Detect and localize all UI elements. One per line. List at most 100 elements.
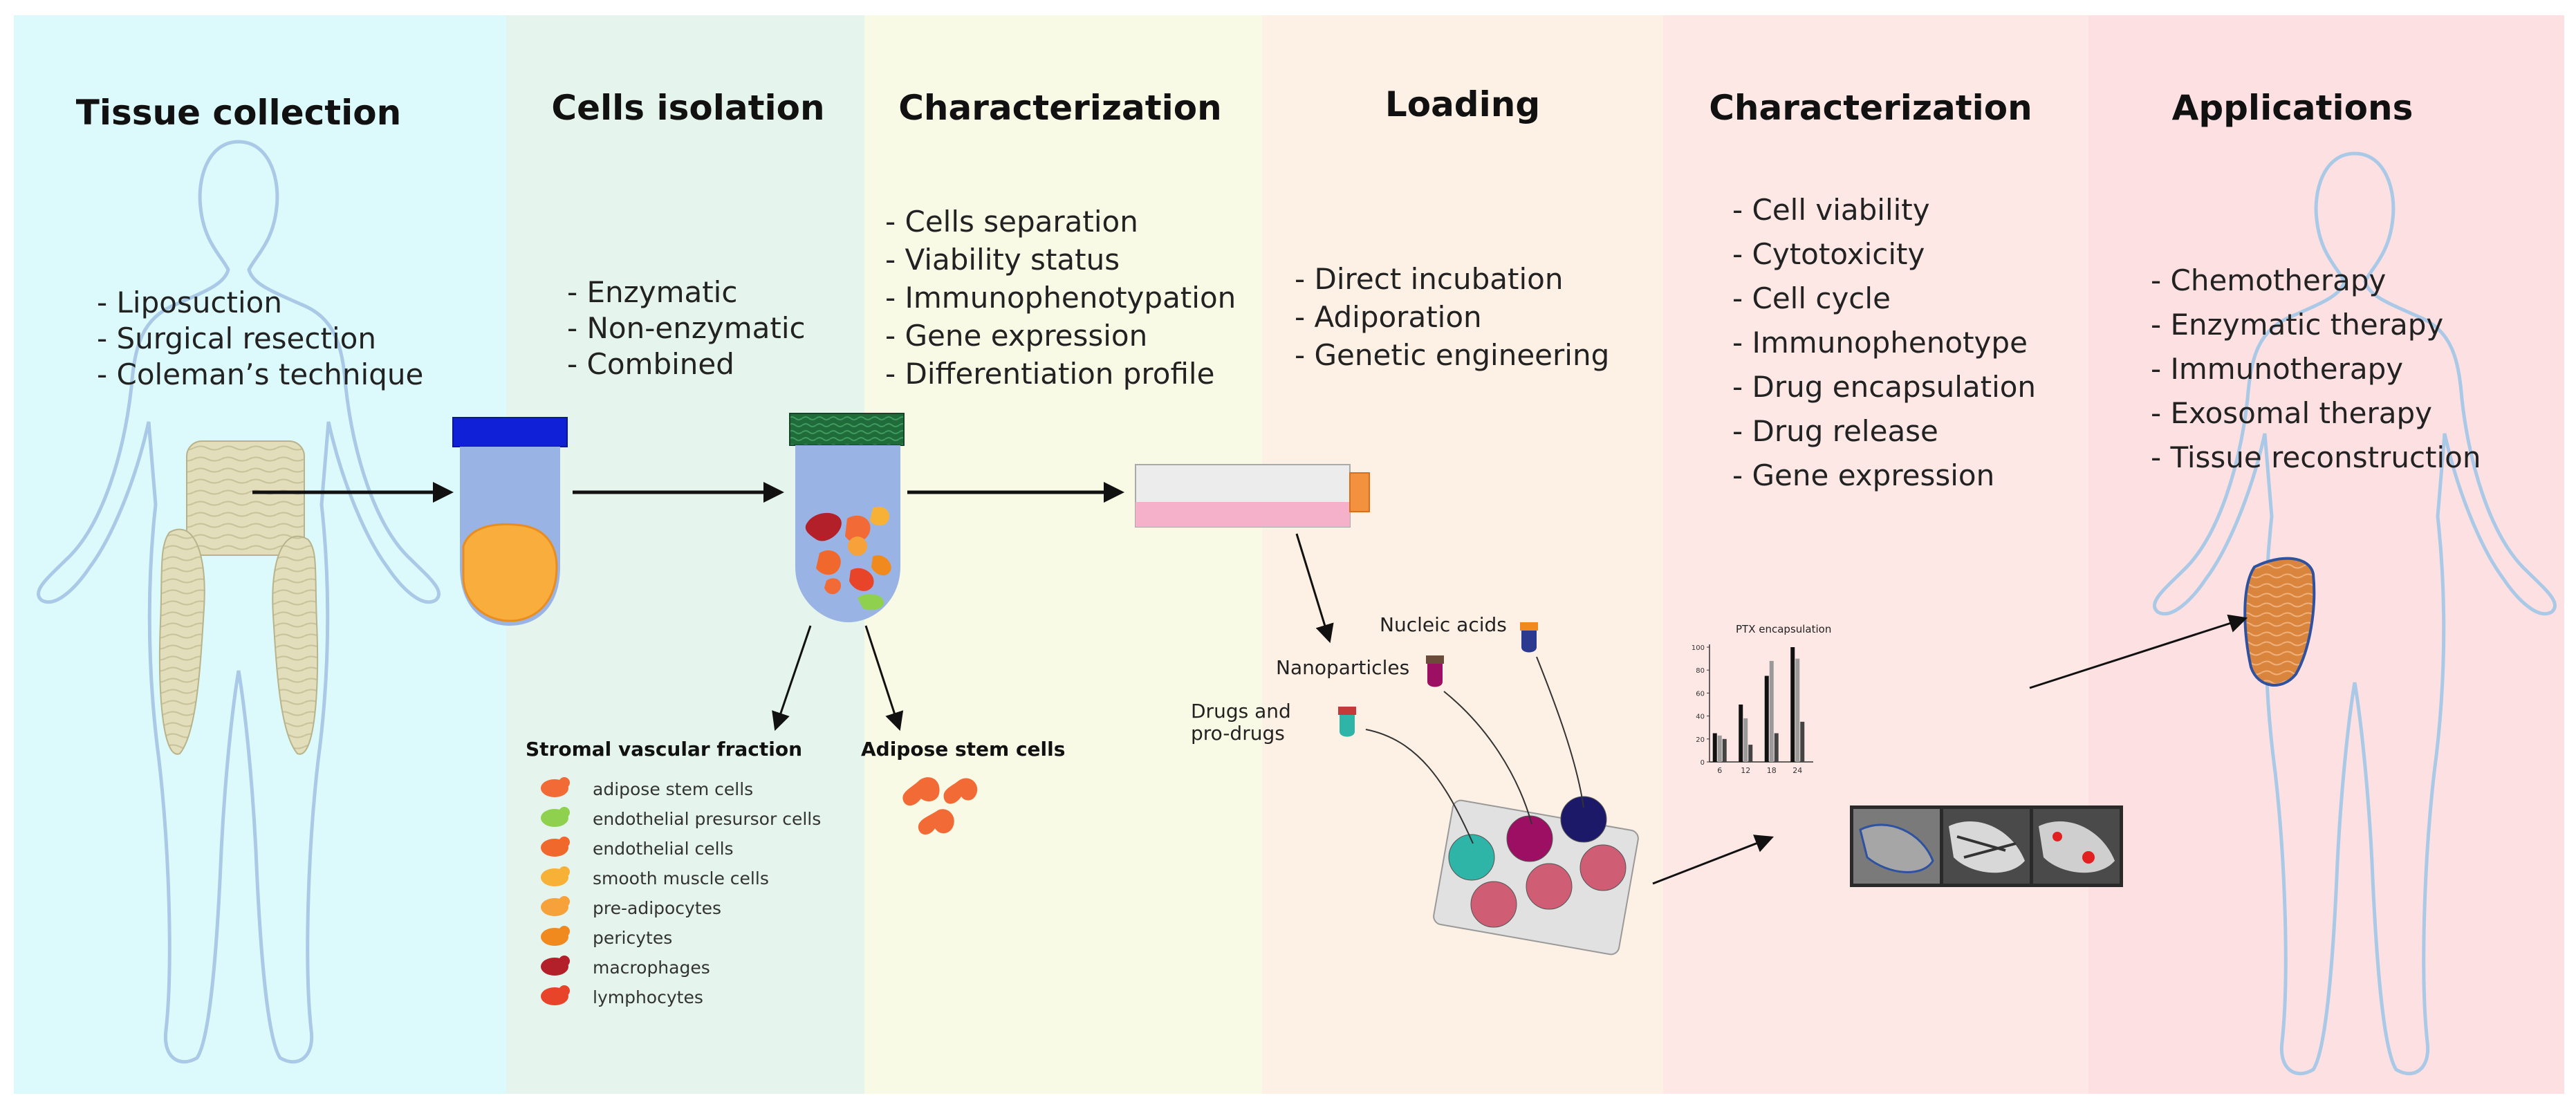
fat-tissue-right-thigh-icon <box>272 535 319 755</box>
chart-bar <box>1739 705 1743 762</box>
human-body-outline-left <box>37 140 441 1064</box>
chart-bar <box>1743 718 1748 762</box>
arrow-chart-to-body <box>2029 614 2248 689</box>
pericyte-icon <box>541 926 570 946</box>
fat-tissue-left-thigh-icon <box>158 528 205 755</box>
panel-3-item: - Cells separation <box>885 205 1138 239</box>
panel-1-item: - Coleman’s technique <box>97 357 423 391</box>
endothelial-presursor-cell-icon <box>541 807 570 827</box>
panel-5-item: - Gene expression <box>1732 458 1994 492</box>
tube-1-icon <box>452 417 568 626</box>
panel-4-item: - Genetic engineering <box>1295 338 1609 372</box>
arrow-plate-to-images <box>1652 835 1775 885</box>
chart-bar <box>1722 738 1727 762</box>
adipose-stem-cells-icon <box>902 777 978 835</box>
chart-x-tick-label: 18 <box>1767 766 1777 775</box>
panel-5-item: - Cytotoxicity <box>1732 237 1925 271</box>
panel-2-item: - Combined <box>567 347 734 381</box>
macrophage-icon <box>541 956 570 976</box>
lymphocyte-icon <box>541 985 570 1005</box>
svf-legend-label: adipose stem cells <box>593 779 753 799</box>
well-3 <box>1560 796 1607 843</box>
panel-4-item: - Adiporation <box>1295 300 1482 334</box>
culture-flask-icon <box>1135 464 1370 528</box>
panel-title-4: Loading <box>1385 84 1540 124</box>
drugs-label-line-1: Drugs and <box>1191 700 1291 723</box>
drugs-and-pro-drugs-label: Drugs and pro-drugs <box>1191 700 1297 745</box>
panel-title-3: Characterization <box>898 88 1222 128</box>
chart-y-tick-label: 40 <box>1696 714 1705 721</box>
chart-y-tick-label: 20 <box>1696 736 1705 744</box>
panel-6-item: - Chemotherapy <box>2151 263 2386 297</box>
panel-6-item: - Exosomal therapy <box>2151 396 2432 430</box>
well-6 <box>1579 844 1627 891</box>
chart-y-tick-label: 60 <box>1696 690 1705 698</box>
panel-5-item: - Drug encapsulation <box>1732 370 2036 404</box>
human-body-outline-right <box>2153 151 2557 1076</box>
panel-title-1: Tissue collection <box>76 93 401 133</box>
panel-1-item: - Surgical resection <box>97 322 376 355</box>
panel-title-5: Characterization <box>1709 88 2032 128</box>
panel-3-item: - Differentiation profile <box>885 357 1214 391</box>
microscopy-images <box>1850 805 2123 887</box>
arrow-tube-to-svf <box>772 625 812 732</box>
panel-3-item: - Gene expression <box>885 319 1147 353</box>
panel-bg-characterization-1 <box>864 15 1262 1094</box>
well-4 <box>1470 881 1517 928</box>
panel-5-item: - Cell cycle <box>1732 281 1891 315</box>
line-drug-to-well <box>1365 729 1474 844</box>
chart-x-tick-label: 12 <box>1741 766 1750 775</box>
arrow-flask-to-vials <box>1295 533 1334 644</box>
nucleic-acid-vial-icon <box>1520 622 1538 653</box>
panel-title-6: Applications <box>2172 88 2413 128</box>
panel-3-item: - Immunophenotypation <box>885 281 1236 315</box>
adipose-stem-cell-icon <box>541 777 570 797</box>
panel-bg-applications <box>2088 15 2564 1094</box>
panel-6-item: - Enzymatic therapy <box>2151 308 2443 342</box>
smooth-muscle-cell-icon <box>541 866 570 886</box>
svf-legend-label: endothelial presursor cells <box>593 809 821 829</box>
svf-legend-label: pericytes <box>593 928 672 948</box>
panel-2-item: - Non-enzymatic <box>567 311 806 345</box>
chart-bar <box>1774 733 1779 762</box>
panel-5-item: - Immunophenotype <box>1732 326 2028 360</box>
well-2 <box>1506 815 1553 862</box>
panel-title-2: Cells isolation <box>551 88 824 128</box>
nucleic-acids-label: Nucleic acids <box>1380 613 1507 636</box>
chart-title: PTX encapsulation <box>1736 623 1831 635</box>
well-1 <box>1448 834 1495 881</box>
panel-3-item: - Viability status <box>885 243 1120 277</box>
chart-x-tick-label: 24 <box>1792 766 1802 775</box>
tube-2-icon <box>789 413 905 622</box>
fat-tissue-abdomen-icon <box>186 440 305 556</box>
svf-title: Stromal vascular fraction <box>526 738 802 761</box>
chart-bar <box>1764 676 1769 762</box>
panel-5-item: - Drug release <box>1732 414 1938 448</box>
panel-6-item: - Tissue reconstruction <box>2151 440 2481 474</box>
panel-6-item: - Immunotherapy <box>2151 352 2403 386</box>
adipose-stem-cells-label: Adipose stem cells <box>861 738 1065 761</box>
chart-bar <box>1800 721 1805 762</box>
chart-x-tick-label: 6 <box>1717 766 1722 775</box>
panel-2-item: - Enzymatic <box>567 275 737 309</box>
pre-adipocyte-icon <box>541 896 570 916</box>
chart-y-tick-label: 0 <box>1701 759 1705 767</box>
chart-bar <box>1795 658 1800 762</box>
chart-bar <box>1769 660 1774 762</box>
arrow-tube-to-asc <box>864 625 904 732</box>
panel-bg-characterization-2 <box>1663 15 2088 1094</box>
chart-y-tick-label: 80 <box>1696 667 1705 675</box>
svf-legend-label: endothelial cells <box>593 839 734 859</box>
chart-bar <box>1712 733 1717 762</box>
chart-y-tick-label: 100 <box>1692 644 1705 652</box>
ptx-encapsulation-chart: PTX encapsulation 0 20 40 60 80 100 6 12 18 24 <box>1692 623 1831 775</box>
drugs-label-line-2: pro-drugs <box>1191 722 1285 745</box>
well-5 <box>1526 863 1573 910</box>
svf-legend-label: smooth muscle cells <box>593 868 769 888</box>
svf-legend-label: macrophages <box>593 958 710 978</box>
chart-bar <box>1717 735 1722 762</box>
line-nucleic-acid-to-well <box>1536 656 1584 808</box>
line-nanoparticle-to-well <box>1443 691 1532 825</box>
